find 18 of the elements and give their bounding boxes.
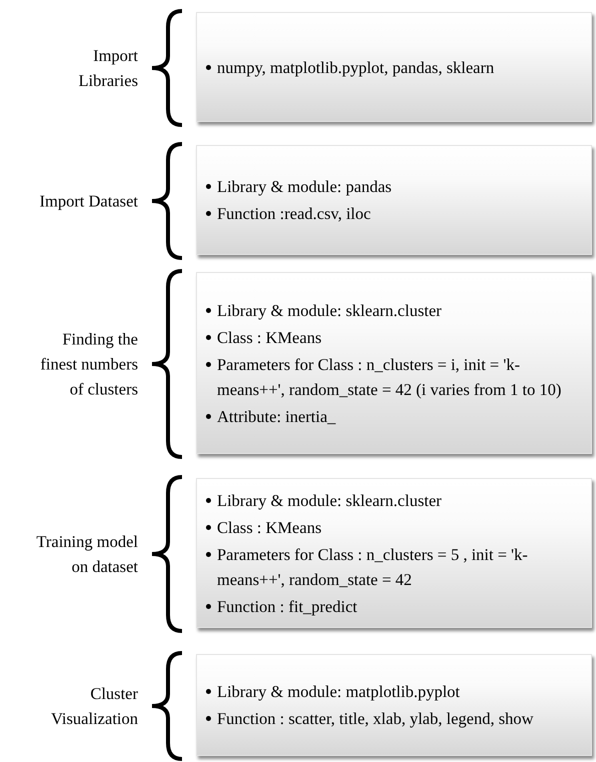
step-label: Import Dataset [38, 190, 138, 212]
list-item-text: Library & module: matplotlib.pyplot [217, 681, 460, 703]
step-label: Cluster Visualization [50, 683, 138, 730]
list-item-text: Parameters for Class : n_clusters = 5 , init = 'k-means++', random_state = 42 [217, 544, 529, 590]
step-label: Training model on dataset [35, 531, 138, 578]
list-item-text: Library & module: sklearn.cluster [217, 300, 442, 322]
step-label: Finding the finest numbers of clusters [39, 328, 138, 400]
list-item-text: Function : scatter, title, xlab, ylab, legend, show [217, 708, 534, 730]
list-item-text: Attribute: inertia_ [217, 406, 336, 428]
list-item-text: numpy, matplotlib.pyplot, pandas, sklearn [217, 56, 494, 79]
list-item-text: Function :read.csv, iloc [217, 203, 371, 225]
list-item-text: Parameters for Class : n_clusters = i, init = 'k-means++', random_state = 42 (i varies from 1 to 10) [217, 354, 562, 400]
list-item-text: Class : KMeans [217, 326, 322, 348]
list-item-text: Class : KMeans [217, 516, 322, 538]
list-item-text: Library & module: sklearn.cluster [217, 490, 442, 512]
list-item-text: Function : fit_predict [217, 596, 358, 618]
step-label: Import Libraries [77, 45, 138, 92]
list-item-text: Library & module: pandas [217, 176, 392, 198]
